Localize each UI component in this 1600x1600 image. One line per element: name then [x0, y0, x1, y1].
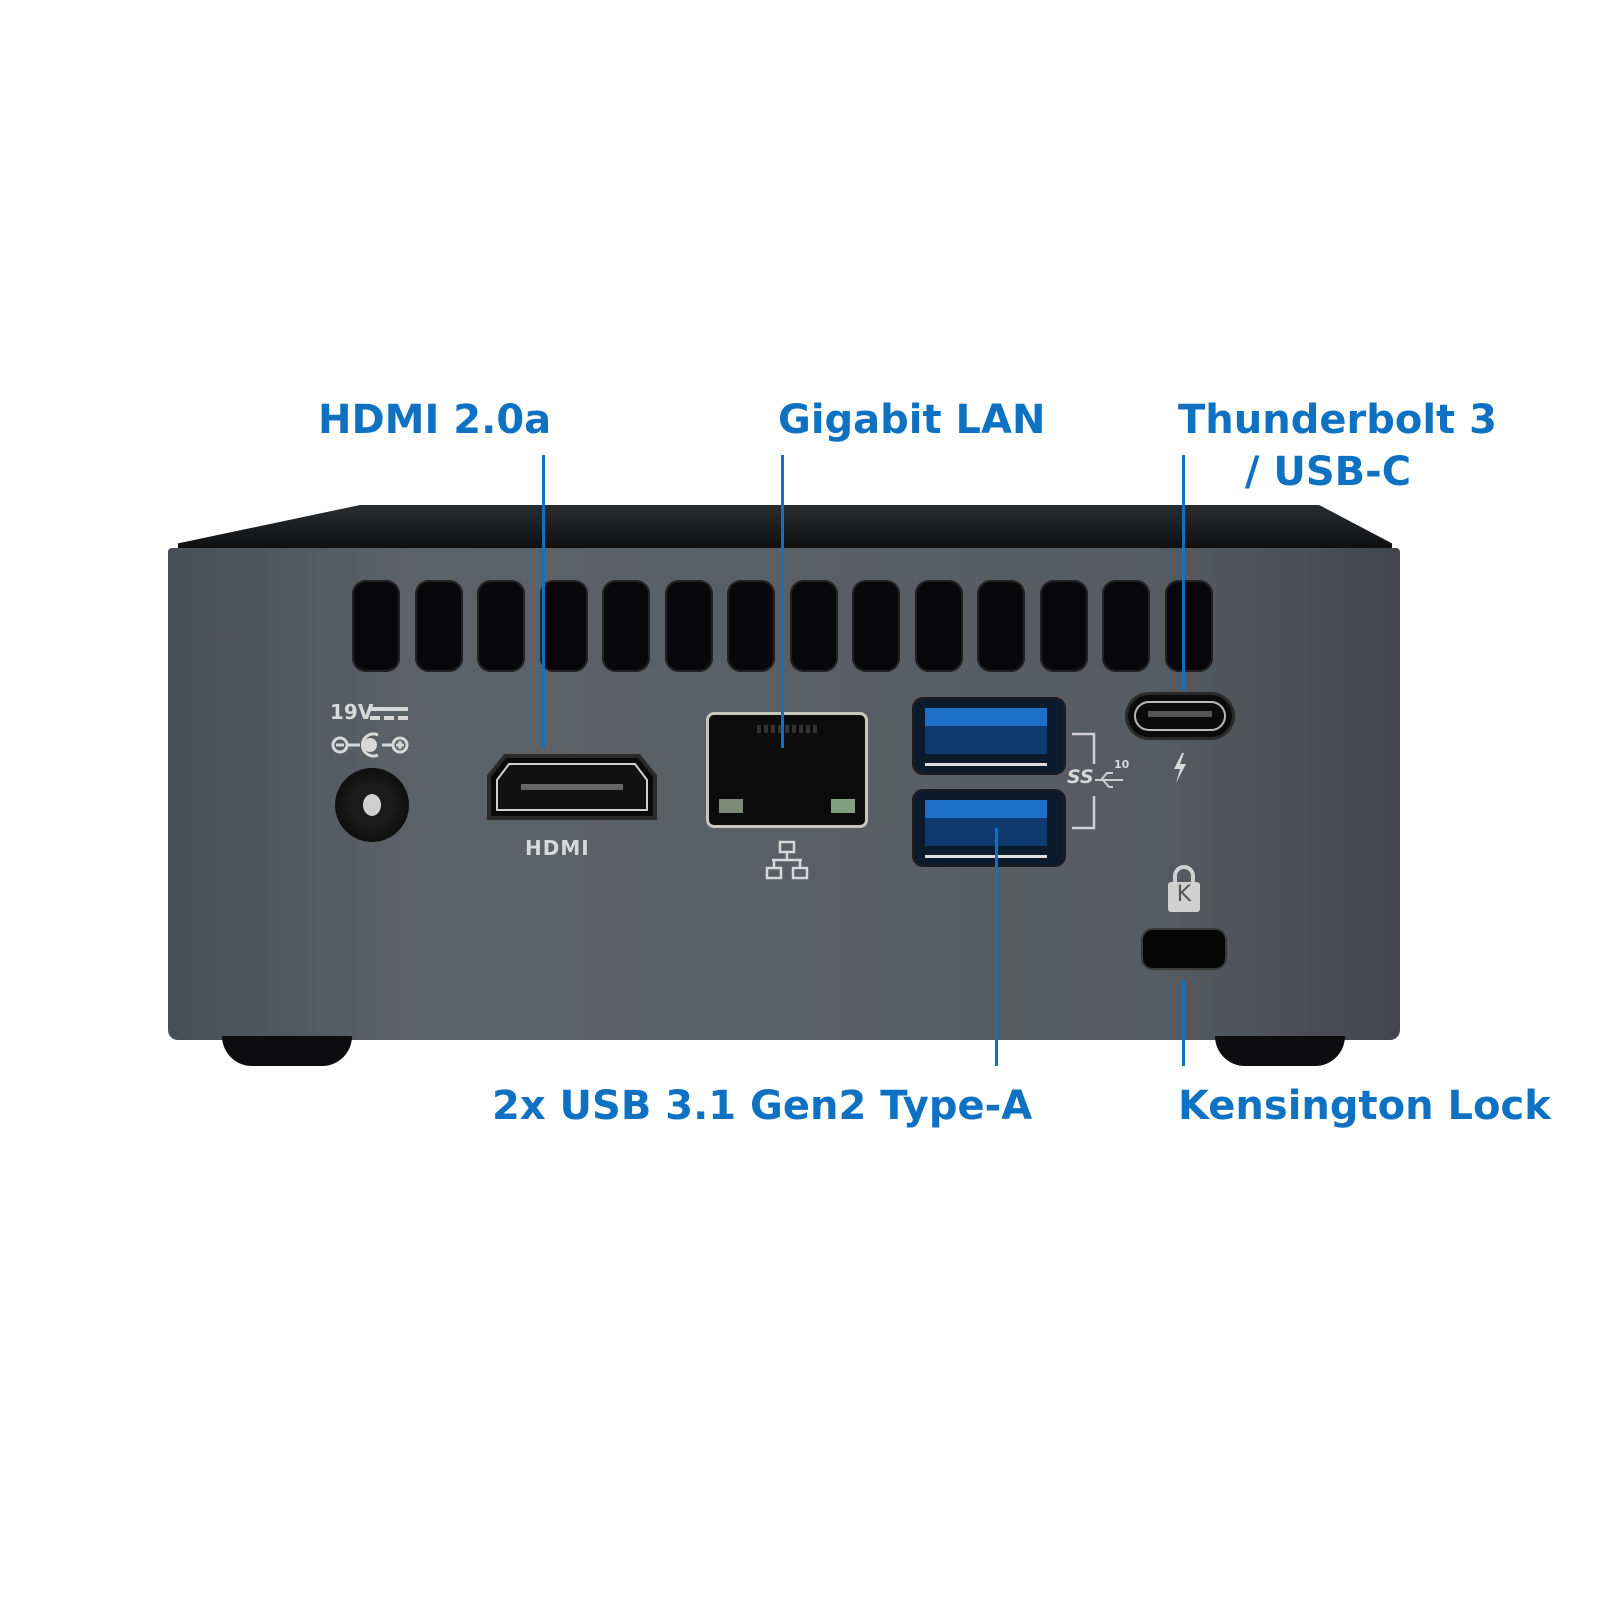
vent-slot: [539, 580, 588, 672]
thunderbolt-icon: [1174, 753, 1186, 783]
superspeed-logo: SS: [1067, 766, 1094, 788]
usb-bracket: [1072, 732, 1096, 830]
usb-a-port-2[interactable]: [915, 792, 1063, 864]
left-foot: [222, 1036, 352, 1066]
thunderbolt-leader-line: [1182, 455, 1185, 690]
hdmi-silkscreen: HDMI: [525, 836, 590, 860]
power-rating-label: 19V: [330, 700, 374, 724]
dc-power-jack[interactable]: [335, 768, 409, 842]
ethernet-port[interactable]: [706, 712, 868, 828]
vent-slot: [852, 580, 900, 672]
vent-slot: [977, 580, 1025, 672]
polarity-icon: [331, 732, 409, 758]
dc-symbol-icon: [370, 707, 408, 720]
vent-slot: [1164, 580, 1213, 672]
right-foot: [1215, 1036, 1345, 1066]
vent-slot: [414, 580, 463, 672]
vent-slot: [1102, 580, 1150, 672]
usb-a-port-1[interactable]: [915, 700, 1063, 772]
kensington-leader-line: [1182, 980, 1185, 1066]
hdmi-label: HDMI 2.0a: [318, 397, 552, 443]
kensington-slot[interactable]: [1143, 930, 1225, 968]
vent-slot: [727, 580, 775, 672]
device-lid: [178, 505, 1392, 553]
thunderbolt-label-line2: / USB-C: [1244, 449, 1412, 495]
vent-slot: [789, 580, 838, 672]
usb-leader-line: [995, 828, 998, 1066]
lan-label: Gigabit LAN: [778, 397, 1046, 443]
usb-trident-icon: [1095, 772, 1123, 788]
lock-icon: [1168, 865, 1200, 912]
kensington-label: Kensington Lock: [1178, 1083, 1551, 1129]
vent-slot: [602, 580, 650, 672]
usb-label: 2x USB 3.1 Gen2 Type-A: [492, 1083, 1033, 1129]
vent-slot: [914, 580, 963, 672]
vent-slot: [1039, 580, 1088, 672]
vent-slot: [352, 580, 400, 672]
hdmi-port[interactable]: [485, 752, 659, 826]
usb-speed-label: 10: [1114, 758, 1130, 771]
thunderbolt-usb-c-port[interactable]: [1128, 695, 1232, 737]
vent-slot: [477, 580, 525, 672]
network-icon: [765, 840, 809, 880]
lan-leader-line: [781, 455, 784, 748]
hdmi-leader-line: [542, 455, 545, 748]
thunderbolt-label-line1: Thunderbolt 3: [1178, 397, 1497, 443]
vent-slot: [664, 580, 713, 672]
lock-letter: K: [1176, 882, 1192, 907]
